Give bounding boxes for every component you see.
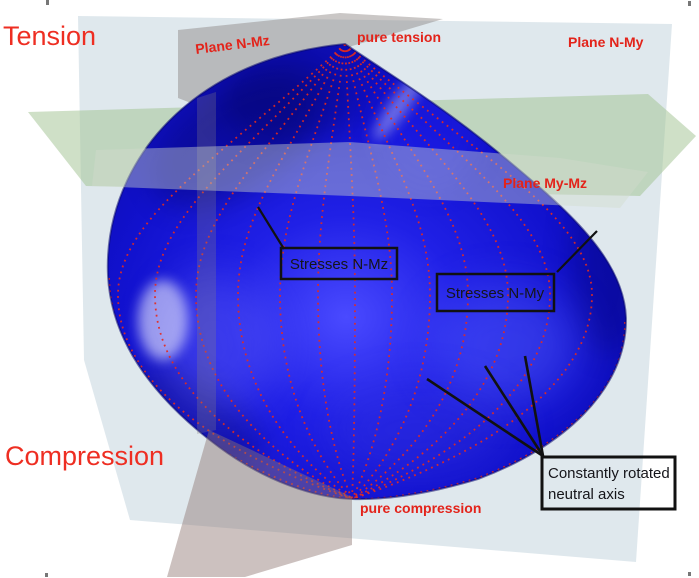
callout-leader-line xyxy=(483,365,545,457)
stresses-n-my-label: Stresses N-My xyxy=(446,285,545,302)
meridian-line xyxy=(344,44,509,500)
meridian-line xyxy=(344,44,593,500)
stresses-n-mz-box xyxy=(279,246,399,281)
stresses-n-my-box xyxy=(435,272,556,313)
pure-tension-label: pure tension xyxy=(357,29,441,45)
neutral-axis-box xyxy=(540,455,677,511)
neutral-axis-label-line2: neutral axis xyxy=(548,486,625,503)
interaction-surface xyxy=(106,42,628,501)
plane-my-mz-front-band xyxy=(92,142,648,208)
callout-leader-line xyxy=(426,377,544,458)
highlight-left xyxy=(138,280,188,360)
glow-center-right xyxy=(430,285,580,405)
crop-mark xyxy=(688,1,691,6)
plane-my-mz-label: Plane My-Mz xyxy=(503,175,587,191)
plane-n-my-label: Plane N-My xyxy=(568,34,644,50)
glow-bottom xyxy=(325,385,515,475)
callout-leader-line xyxy=(257,206,285,250)
surface-shading xyxy=(108,44,627,500)
meridian-line xyxy=(344,44,431,500)
crop-mark xyxy=(46,0,49,5)
callout-leader-line xyxy=(523,355,545,457)
meridian-edge-right xyxy=(351,321,626,500)
meridian-line xyxy=(344,44,393,500)
surface-outline xyxy=(106,42,628,501)
neutral-axis-label-line1: Constantly rotated xyxy=(548,465,670,482)
callout-leader-line xyxy=(556,230,598,273)
crop-mark xyxy=(45,573,48,577)
meridian-line xyxy=(317,44,353,500)
pure-compression-label: pure compression xyxy=(360,500,481,516)
meridian-line xyxy=(344,44,356,500)
compression-label: Compression xyxy=(5,441,164,471)
crop-mark xyxy=(688,572,691,576)
stresses-n-mz-label: Stresses N-Mz xyxy=(290,256,388,273)
tension-label: Tension xyxy=(3,21,96,51)
meridian-line xyxy=(344,44,551,500)
plane-n-mz-lower xyxy=(167,430,352,577)
meridian-line xyxy=(344,44,469,500)
plane-n-mz-front-strip xyxy=(197,92,216,434)
